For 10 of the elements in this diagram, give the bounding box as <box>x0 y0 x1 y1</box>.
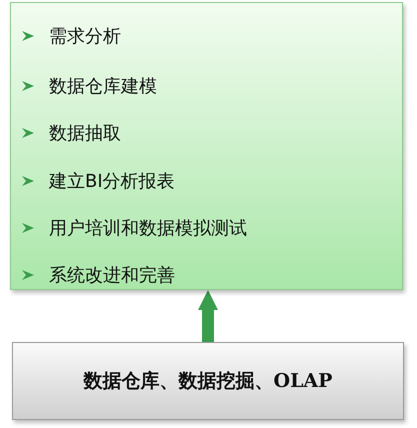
list-panel <box>10 2 403 290</box>
list-item: 用户培训和数据模拟测试 <box>49 217 247 240</box>
box-text: 数据仓库、数据挖掘、OLAP <box>84 369 332 394</box>
list-item: 建立BI分析报表 <box>49 170 175 193</box>
foundation-box <box>12 342 404 420</box>
arrow <box>198 290 218 342</box>
list-item: 数据仓库建模 <box>49 75 157 98</box>
list-item: 系统改进和完善 <box>49 264 175 287</box>
list-item: 需求分析 <box>49 25 121 48</box>
list-item: 数据抽取 <box>49 122 121 145</box>
